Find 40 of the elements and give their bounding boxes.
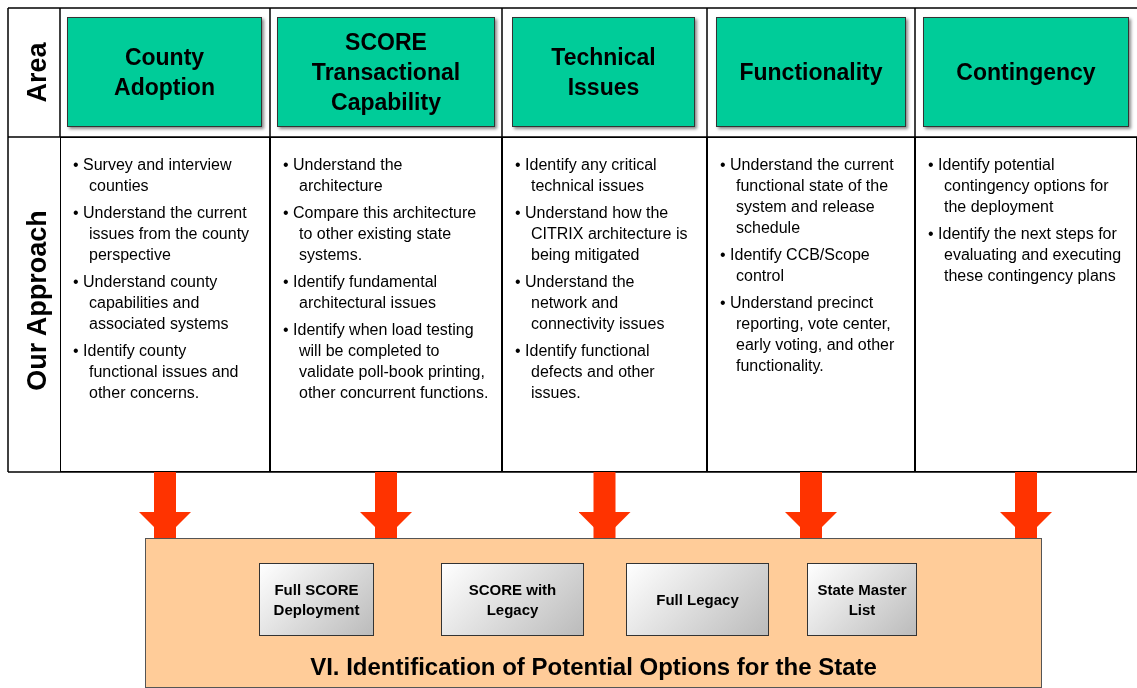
bullet-item: • Understand the architecture — [283, 155, 404, 196]
option-box: Full Legacy — [626, 563, 769, 636]
block-arrow — [785, 472, 837, 538]
row-header: Area — [21, 42, 53, 102]
table-cell — [707, 137, 915, 472]
bullet-item: • Identify the next steps for evaluating and executing these contingency plans — [928, 224, 1123, 286]
bullet-item: • Identify county functional issues and other concerns. — [73, 341, 240, 403]
bullet-item: • Understand precinct reporting, vote center, early voting, and other functionality. — [720, 293, 896, 376]
option-box: Full SCORE Deployment — [259, 563, 374, 636]
block-arrow — [139, 472, 191, 538]
bullet-item: • Identify CCB/Scope control — [720, 245, 871, 286]
bullet-item: • Understand the network and connectivity issues — [515, 272, 666, 334]
option-box: State Master List — [807, 563, 917, 636]
table-cell — [270, 137, 502, 472]
row-header: Our Approach — [21, 209, 53, 391]
table-cell — [915, 137, 1137, 472]
block-arrow — [1000, 472, 1052, 538]
table-cell — [502, 137, 707, 472]
bullet-item: • Identify functional defects and other issues. — [515, 341, 656, 403]
bullet-item: • Survey and interview counties — [73, 155, 233, 196]
bullet-item: • Understand county capabilities and associated systems — [73, 272, 230, 334]
block-arrow — [578, 472, 631, 538]
bullet-item: • Compare this architecture to other existing state systems. — [283, 203, 478, 265]
bullet-item: • Identify potential contingency options for the deployment — [928, 155, 1110, 217]
options-panel — [145, 538, 1042, 688]
category-header-box: Technical Issues — [512, 17, 695, 127]
category-header-box: County Adoption — [67, 17, 262, 127]
panel-title: VI. Identification of Potential Options for the State — [309, 653, 878, 681]
table-cell — [60, 137, 270, 472]
bullet-item: • Understand the current functional state of the system and release schedule — [720, 155, 895, 238]
block-arrow — [360, 472, 412, 538]
bullet-item: • Understand the current issues from the county perspective — [73, 203, 251, 265]
category-header-box: SCORE Transactional Capability — [277, 17, 495, 127]
bullet-item: • Identify fundamental architectural issues — [283, 272, 439, 313]
bullet-item: • Identify any critical technical issues — [515, 155, 658, 196]
bullet-item: • Understand how the CITRIX architecture is being mitigated — [515, 203, 689, 265]
category-header-box: Functionality — [716, 17, 906, 127]
bullet-item: • Identify when load testing will be completed to validate poll-book printing, other concurrent functions. — [283, 320, 490, 403]
option-box: SCORE with Legacy — [441, 563, 584, 636]
category-header-box: Contingency — [923, 17, 1129, 127]
